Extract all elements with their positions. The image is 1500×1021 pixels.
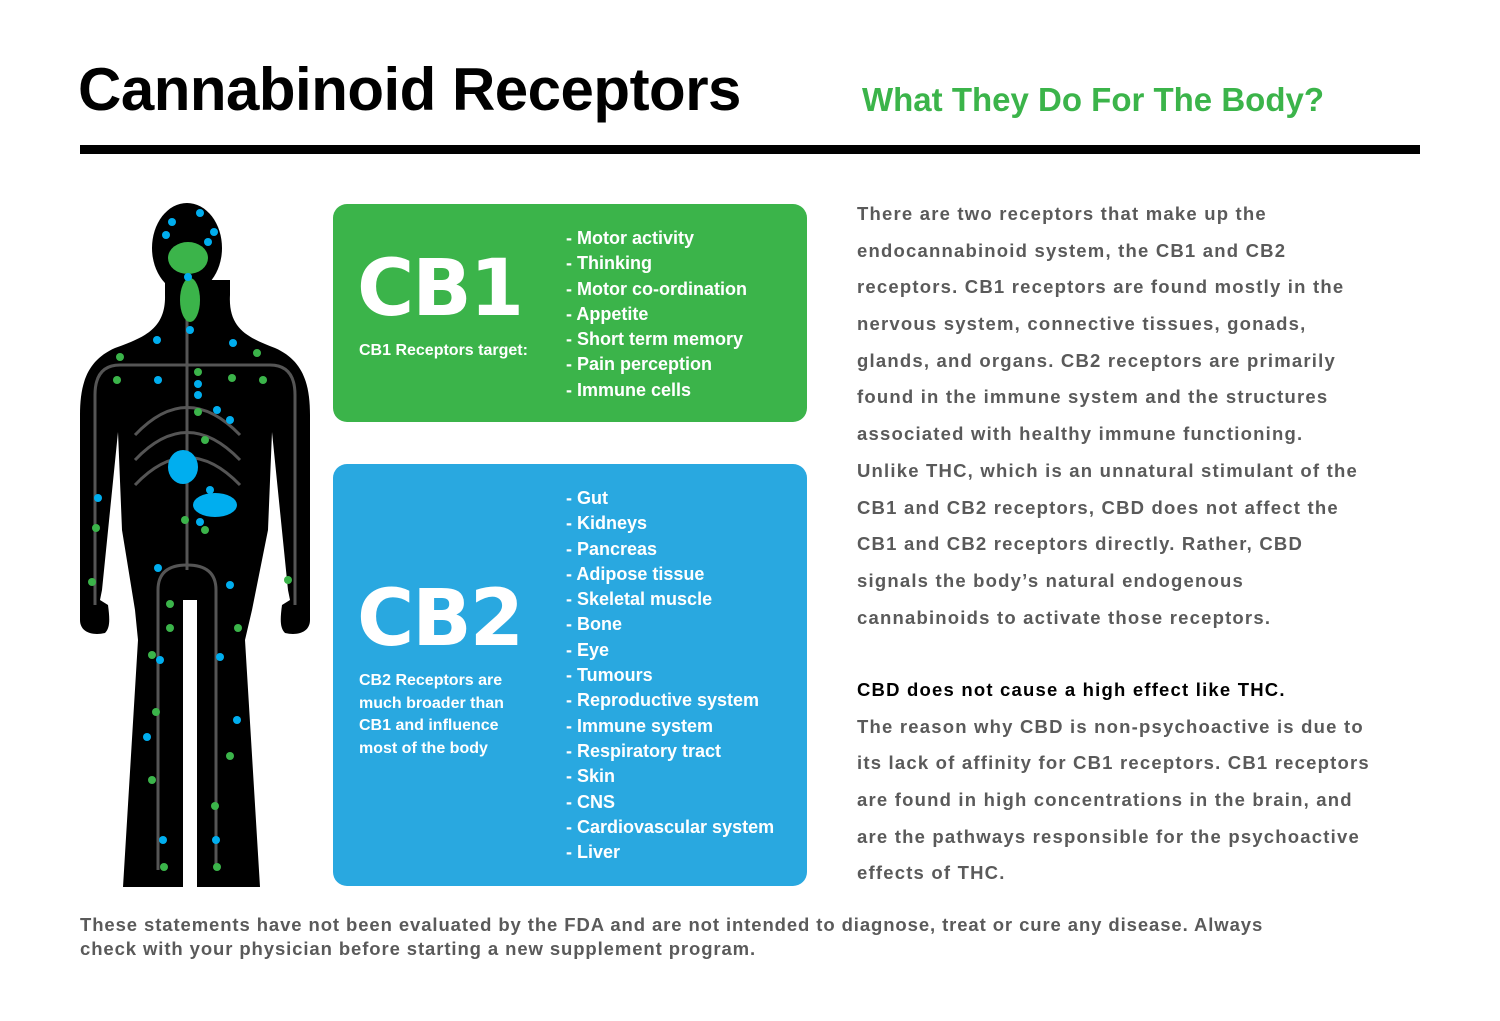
cb1-label: CB1 — [357, 244, 524, 334]
list-item: - Pancreas — [566, 538, 658, 559]
list-item: - Skin — [566, 766, 616, 787]
list-item: - Liver — [566, 842, 621, 863]
receptors-paragraph: There are two receptors that make up the… — [857, 196, 1358, 636]
cb2-label: CB2 — [357, 574, 524, 664]
note-line: much broader than — [359, 694, 504, 712]
header-divider — [80, 145, 1420, 154]
text-line: cannabinoids to activate those receptors… — [857, 606, 1272, 628]
note-line: CB1 and influence — [359, 717, 499, 734]
text-line: There are two receptors that make up the — [857, 203, 1267, 224]
cb2-card: CB2 CB2 Receptors are much broader than … — [333, 464, 807, 886]
text-line: effects of THC. — [857, 862, 1006, 884]
list-item: - Tumours — [566, 665, 653, 686]
list-item: - Reproductive system — [566, 690, 760, 711]
text-line: found in the immune system and the struc… — [857, 386, 1329, 408]
list-item: - Short term memory — [566, 329, 744, 350]
page-subtitle: What They Do For The Body? — [862, 81, 1324, 118]
page-title: Cannabinoid Receptors — [78, 56, 741, 123]
human-body-receptor-map — [80, 203, 310, 887]
note-line: CB2 Receptors are — [359, 672, 503, 689]
cbd-paragraph: CBD does not cause a high effect like TH… — [857, 672, 1370, 892]
text-line: CB1 and CB2 receptors directly. Rather, … — [857, 533, 1304, 555]
list-item: - Pain perception — [566, 354, 713, 375]
list-item: - Motor activity — [566, 228, 695, 248]
text-line: receptors. CB1 receptors are found mostl… — [857, 276, 1345, 298]
note-line: most of the body — [359, 739, 488, 757]
list-item: - Appetite — [566, 303, 649, 324]
text-line: The reason why CBD is non-psychoactive i… — [857, 715, 1364, 737]
list-item: - Gut — [566, 488, 608, 508]
text-line: nervous system, connective tissues, gona… — [857, 313, 1307, 335]
cb2-target-list: - Gut - Kidneys - Pancreas - Adipose tis… — [566, 486, 774, 865]
list-item: - Kidneys — [566, 513, 648, 534]
list-item: - Motor co-ordination — [566, 278, 747, 299]
list-item: - Bone — [566, 614, 622, 635]
text-line: glands, and organs. CB2 receptors are pr… — [857, 349, 1336, 371]
cb2-note: CB2 Receptors are much broader than CB1 … — [359, 670, 504, 760]
text-line: endocannabinoid system, the CB1 and CB2 — [857, 239, 1287, 261]
list-item: - Immune system — [566, 715, 714, 736]
disclaimer-line: check with your physician before startin… — [80, 938, 757, 959]
text-line: are the pathways responsible for the psy… — [857, 825, 1360, 847]
text-line: CB1 and CB2 receptors, CBD does not affe… — [857, 496, 1339, 518]
text-line: associated with healthy immune functioni… — [857, 423, 1304, 445]
list-item: - Cardiovascular system — [566, 816, 775, 837]
disclaimer-line: These statements have not been evaluated… — [80, 914, 1264, 935]
list-item: - Adipose tissue — [566, 563, 705, 584]
fda-disclaimer: These statements have not been evaluated… — [80, 913, 1263, 961]
cb1-note: CB1 Receptors target: — [359, 342, 528, 359]
cb1-card: CB1 CB1 Receptors target: - Motor activi… — [333, 204, 807, 422]
text-line: Unlike THC, which is an unnatural stimul… — [857, 459, 1358, 481]
list-item: - Thinking — [566, 253, 652, 274]
receptor-dots — [88, 209, 292, 871]
text-line: are found in high concentrations in the … — [857, 789, 1353, 811]
text-line: signals the body’s natural endogenous — [857, 569, 1245, 591]
list-item: - Immune cells — [566, 379, 692, 400]
cb1-target-list: - Motor activity - Thinking - Motor co-o… — [566, 226, 747, 403]
text-line: its lack of affinity for CB1 receptors. … — [857, 752, 1370, 774]
list-item: - Respiratory tract — [566, 740, 722, 761]
list-item: - Skeletal muscle — [566, 589, 713, 610]
list-item: - Eye — [566, 639, 610, 660]
cbd-heading: CBD does not cause a high effect like TH… — [857, 679, 1286, 700]
list-item: - CNS — [566, 791, 615, 812]
